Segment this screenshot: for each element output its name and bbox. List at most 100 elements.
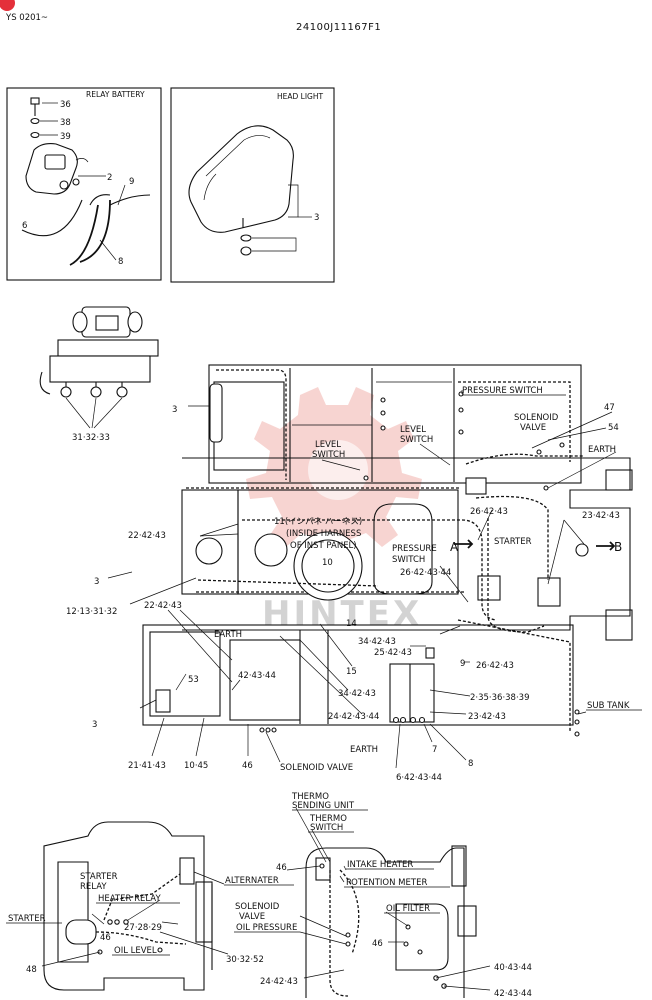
starter-label: STARTER	[8, 914, 46, 924]
callout-30-32-52: 30·32·52	[226, 955, 264, 965]
callout-46: 46	[276, 863, 287, 873]
starter-relay-label: STARTER	[80, 872, 118, 882]
callout-46: 46	[100, 933, 111, 943]
oil-level-label: OIL LEVEL	[114, 946, 157, 956]
inside-harness-label-2: (INSIDE HARNESS	[286, 529, 361, 539]
callout-46: 46	[242, 761, 253, 771]
sub-tank-label: SUB TANK	[587, 701, 630, 711]
callout-3: 3	[94, 577, 99, 587]
solenoid-valve-label: SOLENOID VALVE	[280, 763, 353, 773]
inset-frame	[6, 87, 162, 281]
thermo-switch-label-2: SWITCH	[310, 823, 343, 833]
starter-relay-label-2: RELAY	[80, 882, 107, 892]
callout-38: 38	[60, 118, 71, 128]
callout-3: 3	[314, 213, 319, 223]
callout-26-42-43: 26·42·43	[476, 661, 514, 671]
callout-36: 36	[60, 100, 71, 110]
battery-block	[389, 663, 435, 723]
callout-12-13-31-32: 12·13·31·32	[66, 607, 117, 617]
head-light-unit	[209, 383, 223, 443]
view-a-marker: A	[450, 540, 459, 554]
earth-label: EARTH	[588, 445, 616, 455]
callout-25-42-43: 25·42·43	[374, 648, 412, 658]
relay-body	[81, 306, 131, 338]
series-label: YS 0201~	[5, 13, 48, 23]
callout-54: 54	[608, 423, 619, 433]
thermo-sending-unit-label-2: SENDING UNIT	[292, 801, 355, 811]
inside-harness-label: 11(インパネ ハーネス)	[274, 517, 362, 527]
tank-gauge	[293, 531, 363, 601]
callout-42-43-44: 42·43·44	[494, 989, 532, 999]
connector-dots	[319, 863, 447, 989]
earth-label: EARTH	[214, 630, 242, 640]
callout-46: 46	[372, 939, 383, 949]
potention-meter-label: POTENTION METER	[346, 878, 427, 888]
washer-icon	[240, 234, 252, 242]
callout-23-42-43: 23·42·43	[582, 511, 620, 521]
thermo-switch-label: THERMO	[309, 814, 347, 824]
inside-harness-label-3: OF INST PANEL)	[290, 541, 357, 551]
starter-label: STARTER	[494, 537, 532, 547]
callout-34-42-43: 34·42·43	[338, 689, 376, 699]
callout-53: 53	[188, 675, 199, 685]
relay-mount-plate	[57, 339, 159, 357]
inset-title: HEAD LIGHT	[277, 92, 324, 101]
page-header: YS 0201~ 24100J11167F1	[0, 0, 381, 33]
callout-24-42-43: 24·42·43	[260, 977, 298, 987]
view-b-marker: B	[614, 540, 622, 554]
leader-lines	[41, 807, 491, 991]
relay-detail: 31·32·33	[39, 306, 159, 443]
starter-motor	[65, 919, 97, 945]
callout-10-45: 10·45	[184, 761, 208, 771]
callout-8: 8	[468, 759, 473, 769]
solenoid-valve-label: SOLENOID	[514, 413, 559, 423]
callout-10: 10	[322, 558, 333, 568]
callout-48: 48	[26, 965, 37, 975]
inset-relay-battery: RELAY BATTERY 36 38 39 2 9 6 8	[6, 87, 162, 281]
connector-dots	[97, 919, 163, 955]
callout-14: 14	[346, 619, 357, 629]
callout-7: 7	[432, 745, 437, 755]
nut-icon	[240, 246, 252, 256]
callout-42-43-44: 42·43·44	[238, 671, 276, 681]
intake-heater-block	[315, 857, 331, 881]
alternater-label: ALTERNATER	[225, 876, 279, 886]
solenoid-valve-label-2: VALVE	[520, 423, 546, 433]
callout-26-42-43: 26·42·43	[470, 507, 508, 517]
level-switch-label-2: SWITCH	[400, 435, 433, 445]
callout-3: 3	[172, 405, 177, 415]
callout-47: 47	[604, 403, 615, 413]
callout-27-28-29: 27·28·29	[124, 923, 162, 933]
inset-title: RELAY BATTERY	[86, 90, 145, 99]
lower-chassis	[142, 624, 574, 726]
connector-dots	[259, 709, 580, 737]
watermark-logo-hole	[308, 440, 368, 500]
inset-head-light: HEAD LIGHT 3	[170, 87, 335, 283]
watermark-text: HINTEX	[262, 594, 422, 634]
pressure-switch-label: PRESSURE	[392, 544, 437, 554]
callout-21-41-43: 21·41·43	[128, 761, 166, 771]
level-switch-label-2: SWITCH	[312, 450, 345, 460]
oil-pressure-label: OIL PRESSURE	[236, 923, 297, 933]
leader-lines	[107, 390, 617, 769]
drawing-number: 24100J11167F1	[296, 22, 381, 33]
callout-39: 39	[60, 132, 71, 142]
callout-40-43-44: 40·43·44	[494, 963, 532, 973]
callout-8: 8	[118, 257, 123, 267]
inset-frame	[170, 87, 335, 283]
relay-base	[49, 355, 151, 383]
callout-34-42-43: 34·42·43	[358, 637, 396, 647]
callout-22-42-43: 22·42·43	[144, 601, 182, 611]
callout-31-32-33: 31·32·33	[72, 433, 110, 443]
corner-badge	[0, 0, 15, 11]
engine-view: THERMO SENDING UNIT THERMO SWITCH INTAKE…	[6, 792, 532, 999]
solenoid-valve-label-2: VALVE	[239, 912, 265, 922]
earth-label: EARTH	[350, 745, 378, 755]
level-switch-label: LEVEL	[315, 440, 341, 450]
main-machine-view: PRESSURE SWITCH SOLENOID VALVE EARTH LEV…	[66, 364, 642, 783]
bolt-icon	[30, 97, 40, 105]
intake-heater-label: INTAKE HEATER	[347, 860, 413, 870]
cab-frame	[208, 364, 582, 484]
callout-9: 9	[129, 177, 134, 187]
